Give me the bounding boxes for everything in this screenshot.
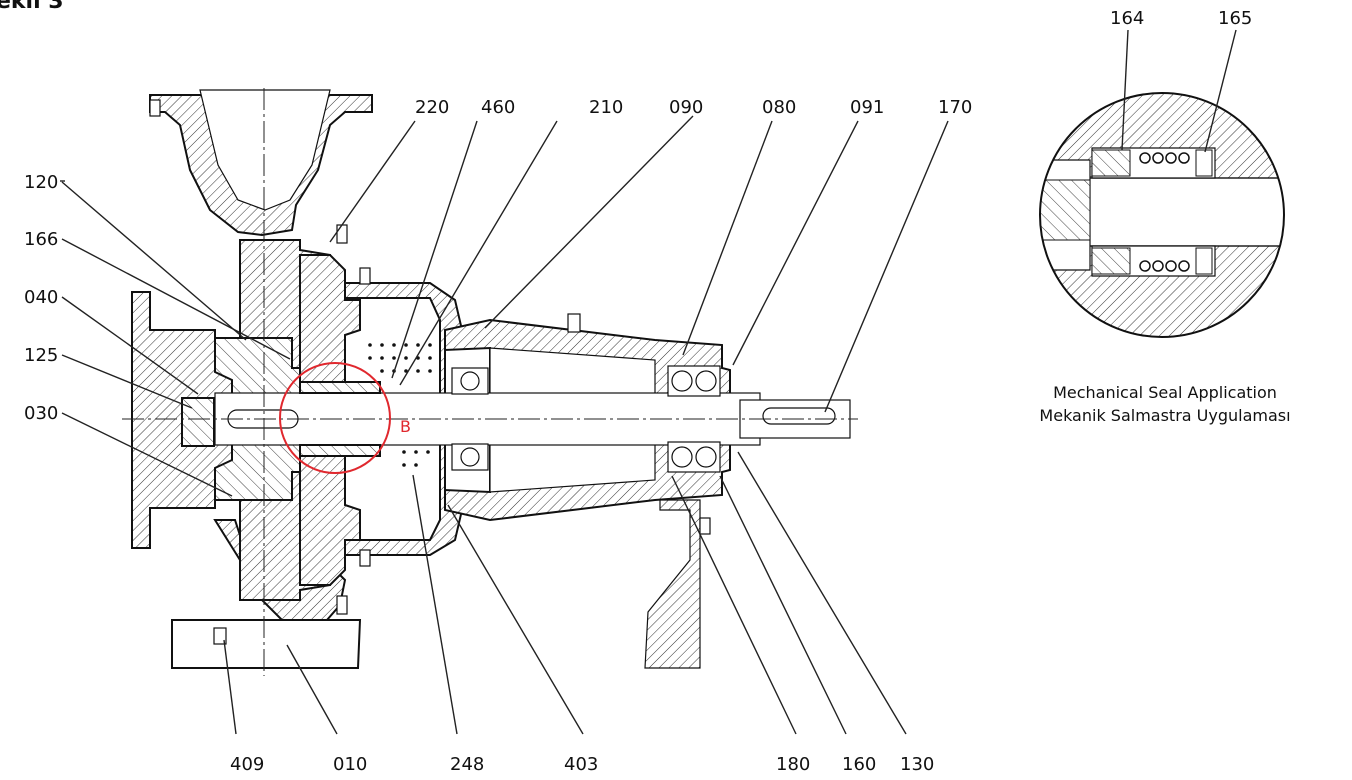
- callouts-left: 120 166 040 125 030: [24, 172, 58, 424]
- callout-label: 166: [24, 229, 58, 250]
- bolt: [699, 517, 711, 535]
- callout-label: 460: [481, 97, 515, 118]
- pump-assembly: B: [122, 88, 858, 676]
- bolt: [149, 99, 161, 117]
- callout-label: 090: [669, 97, 703, 118]
- callout-label: 180: [776, 754, 810, 775]
- stuffing-box-packing: [299, 381, 381, 394]
- callout-label: 210: [589, 97, 623, 118]
- callout-label: 170: [938, 97, 972, 118]
- callout-label: 030: [24, 403, 58, 424]
- callout-label: 130: [900, 754, 934, 775]
- bolt: [336, 595, 348, 615]
- leader-lines: [60, 115, 949, 735]
- callout-label: 080: [762, 97, 796, 118]
- bearing-bracket: [344, 282, 464, 556]
- detail-caption-english: Mechanical Seal Application: [1053, 383, 1277, 402]
- detail-callout-label: 165: [1218, 8, 1252, 29]
- callout-label: 160: [842, 754, 876, 775]
- callout-label: 091: [850, 97, 884, 118]
- callout-label: 403: [564, 754, 598, 775]
- mechanical-seal-detail: 164 165 Mechanical Seal Application Meka…: [1039, 8, 1291, 425]
- detail-callout-label: 164: [1110, 8, 1144, 29]
- bearing-right: [667, 365, 721, 473]
- bolt: [567, 313, 581, 333]
- callout-label: 040: [24, 287, 58, 308]
- callout-label: 220: [415, 97, 449, 118]
- bolt: [359, 549, 371, 567]
- bolt: [359, 267, 371, 285]
- bolt: [336, 224, 348, 244]
- bearing-left: [451, 367, 489, 471]
- callouts-top: 220 460 210 090 080 091 170: [415, 97, 972, 118]
- bolt: [213, 627, 227, 645]
- callout-label: 409: [230, 754, 264, 775]
- detail-b-letter: B: [400, 417, 411, 436]
- detail-caption-turkish: Mekanik Salmastra Uygulaması: [1039, 406, 1290, 425]
- support-foot: [644, 499, 701, 669]
- shaft-key: [762, 407, 836, 425]
- detail-b-marker-circle: [279, 362, 391, 474]
- callout-label: 010: [333, 754, 367, 775]
- callouts-bottom: 409 010 248 403 180 160 130: [230, 754, 934, 775]
- figure-heading-fragment: ekil 3: [0, 0, 64, 14]
- callout-label: 120: [24, 172, 58, 193]
- callout-label: 125: [24, 345, 58, 366]
- callout-label: 248: [450, 754, 484, 775]
